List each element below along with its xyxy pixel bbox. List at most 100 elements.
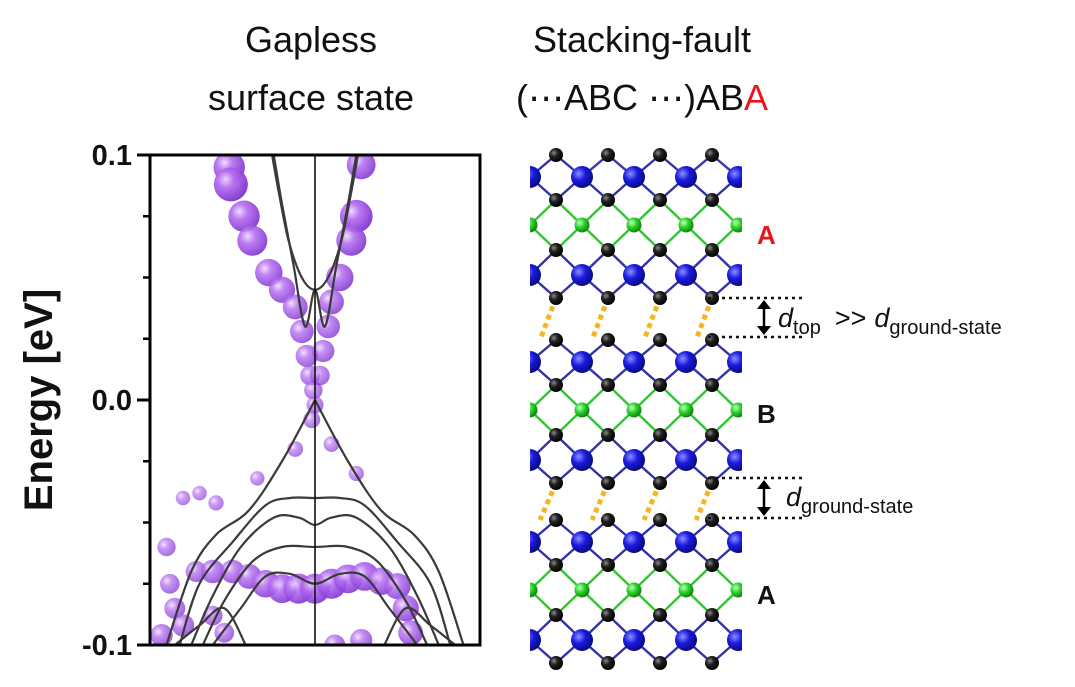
black-atom (705, 428, 719, 442)
atom-bond (530, 275, 531, 277)
blue-atom (530, 351, 541, 373)
interlayer-bond (537, 482, 559, 521)
black-atom (705, 656, 719, 670)
black-atom (653, 608, 667, 622)
blue-atom (727, 629, 742, 651)
weight-bubble (200, 559, 225, 584)
layer-label-B: B (757, 399, 776, 429)
black-atom (653, 193, 667, 207)
black-atom (497, 291, 511, 305)
black-atom (497, 558, 511, 572)
atom-bond (764, 520, 790, 542)
green-atom (530, 582, 538, 598)
black-atom (757, 148, 771, 162)
black-atom (549, 378, 563, 392)
atom-bond (530, 588, 531, 590)
black-atom (757, 378, 771, 392)
black-atom (497, 428, 511, 442)
weight-bubble (171, 614, 195, 637)
black-atom (757, 193, 771, 207)
right-title-prefix: (⋯ABC ⋯)AB (516, 77, 744, 118)
atom-bond (478, 565, 504, 590)
weight-bubble (159, 573, 180, 594)
blue-atom (675, 166, 697, 188)
atom-bond (764, 542, 790, 565)
black-atom (497, 243, 511, 257)
atom-bond (530, 360, 531, 362)
green-atom (678, 582, 694, 598)
atom-bond (764, 340, 790, 362)
black-atom (497, 148, 511, 162)
black-atom (549, 513, 563, 527)
black-atom (549, 428, 563, 442)
weight-bubble (228, 200, 260, 232)
black-atom (549, 243, 563, 257)
atom-bond (530, 177, 531, 179)
blue-atom (623, 629, 645, 651)
atom-bond (478, 435, 504, 460)
atom-bond (478, 615, 504, 640)
atom-bond (478, 385, 504, 410)
blue-atom (675, 264, 697, 286)
black-atom (653, 243, 667, 257)
black-atom (549, 291, 563, 305)
black-atom (705, 608, 719, 622)
d-ground-state-label: dground-state (786, 482, 913, 518)
blue-atom (675, 531, 697, 553)
green-atom (730, 402, 742, 418)
atom-bond (478, 275, 504, 298)
green-atom (730, 217, 742, 233)
y-tick-label: 0.0 (92, 385, 132, 417)
black-atom (601, 243, 615, 257)
blue-atom (530, 531, 541, 553)
weight-bubble (202, 605, 223, 626)
blue-atom (467, 264, 489, 286)
blue-atom (727, 531, 742, 553)
blue-atom (623, 449, 645, 471)
green-atom (626, 402, 642, 418)
interlayer-bond (693, 297, 715, 341)
blue-atom (467, 449, 489, 471)
blue-atom (530, 449, 541, 471)
layer-label-top-A: A (757, 220, 776, 250)
stacking-fault-structure: dtop>>dground-state dground-state A B A (467, 148, 1002, 670)
green-atom (471, 583, 486, 598)
ground-gap-arrow (757, 480, 771, 516)
black-atom (653, 333, 667, 347)
black-atom (757, 608, 771, 622)
blue-atom (675, 449, 697, 471)
green-atom (678, 217, 694, 233)
weight-bubble (290, 319, 314, 344)
interlayer-bonds (537, 297, 715, 521)
interlayer-bond (641, 482, 663, 521)
interlayer-bond (693, 482, 715, 521)
green-atom (530, 217, 538, 233)
blue-atom (571, 449, 593, 471)
black-atom (601, 428, 615, 442)
blue-atom (623, 531, 645, 553)
interlayer-bond (589, 482, 611, 521)
band-line (174, 606, 247, 645)
weight-bubble (350, 628, 373, 645)
weight-bubble (326, 263, 354, 292)
weight-bubble (304, 381, 323, 400)
weight-bubble (237, 225, 268, 256)
left-title-line1: Gapless (245, 19, 377, 60)
black-atom (601, 148, 615, 162)
black-atom (549, 148, 563, 162)
weight-bubble (208, 495, 224, 511)
black-atom (705, 148, 719, 162)
atom-bond (530, 362, 531, 364)
weight-bubble (213, 167, 248, 202)
weight-bubble (250, 471, 265, 486)
black-atom (601, 476, 615, 490)
weight-bubble (268, 276, 296, 303)
black-atom (549, 193, 563, 207)
blue-atom (530, 166, 541, 188)
y-tick-label: 0.1 (92, 140, 132, 172)
black-atom (653, 291, 667, 305)
black-atom (497, 513, 511, 527)
band-line (165, 399, 316, 645)
black-atom (757, 558, 771, 572)
